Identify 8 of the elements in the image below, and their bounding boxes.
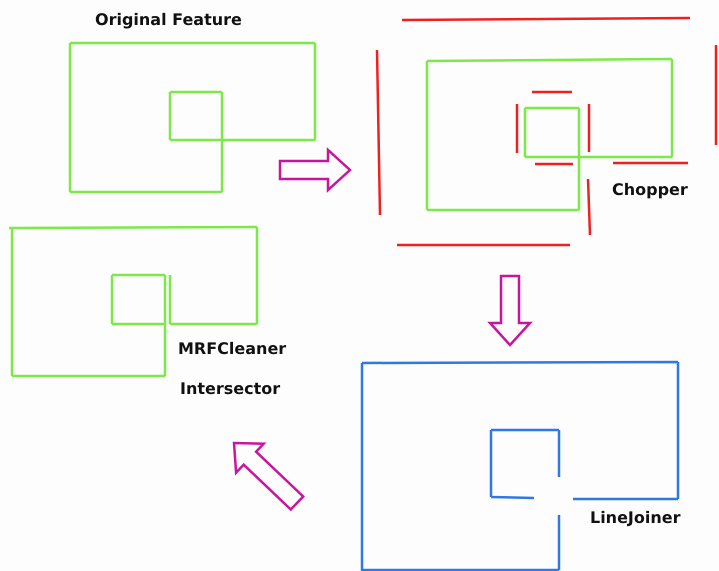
- step-label: Intersector: [180, 379, 280, 399]
- step-label: LineJoiner: [590, 508, 680, 528]
- heading: Original Feature: [95, 10, 242, 30]
- step-label: Chopper: [612, 180, 688, 200]
- step-label: MRFCleaner: [178, 339, 286, 359]
- block-arrow: [487, 274, 533, 347]
- block-arrow: [232, 442, 305, 512]
- block-arrow: [278, 147, 352, 193]
